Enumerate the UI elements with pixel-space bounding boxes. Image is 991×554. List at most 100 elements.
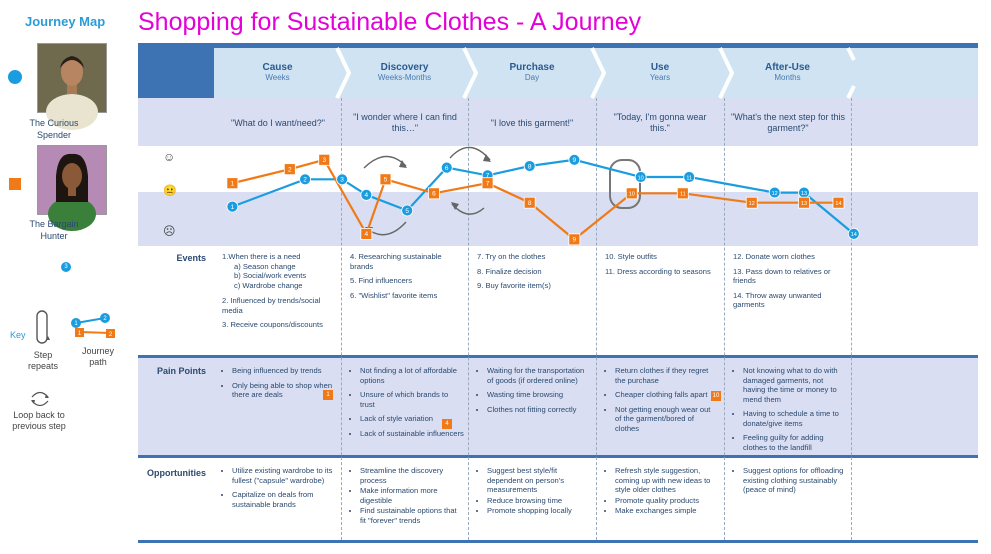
persona-blue-marker	[8, 70, 22, 84]
events-band	[138, 246, 978, 354]
opportunity-item: Suggest options for offloading existing …	[743, 466, 845, 495]
opportunity-cell: Suggest best style/fit dependent on pers…	[477, 466, 591, 517]
pain-item: Not finding a lot of affordable options	[360, 366, 464, 385]
opportunity-item: Make exchanges simple	[615, 506, 719, 516]
pain-item: Not getting enough wear out of the garme…	[615, 405, 717, 434]
event-item: 9. Buy favorite item(s)	[477, 281, 551, 290]
event-item: 5. Find influencers	[350, 276, 413, 285]
events-cell: 1.When there is a need a) Season change …	[222, 252, 337, 335]
bargain-hunter-step-number: 4	[365, 231, 369, 238]
pain-item: Wasting time browsing	[487, 390, 591, 400]
curious-spender-step-marker: 2	[299, 173, 312, 186]
pain-item: Having to schedule a time to donate/give…	[743, 409, 847, 428]
loop-back-icon	[449, 146, 491, 161]
curious-spender-step-marker: 13	[798, 186, 810, 199]
bargain-hunter-step-marker: 14	[832, 196, 845, 209]
stage-duration: Day	[524, 73, 540, 82]
bargain-hunter-step-marker: 9	[568, 233, 581, 246]
curious-spender-step-marker: 5	[401, 204, 414, 217]
step-repeats-icon	[609, 159, 641, 209]
bargain-hunter-step-marker: 12	[745, 196, 758, 209]
event-item: 14. Throw away unwanted garments	[733, 290, 822, 310]
quote-discovery: "I wonder where I can find this…"	[353, 112, 457, 133]
curious-spender-step-marker: 6	[440, 161, 453, 174]
event-item: 6. "Wishlist" favorite items	[350, 290, 438, 300]
row-label-events: Events	[176, 253, 206, 263]
curious-spender-step-marker: 9	[568, 153, 581, 166]
bargain-hunter-step-marker: 8	[523, 196, 536, 209]
persona-orange-marker	[9, 178, 21, 190]
bargain-hunter-step-number: 12	[749, 201, 755, 207]
stage-cause: Cause Weeks	[214, 62, 341, 82]
row-divider	[138, 355, 978, 358]
opportunities-band	[138, 458, 978, 540]
bargain-hunter-step-marker: 7	[481, 177, 494, 190]
event-item: 3. Receive coupons/discounts	[222, 320, 323, 329]
bargain-hunter-step-marker: 3	[318, 153, 331, 166]
stage-header-corner	[138, 48, 214, 98]
avatar	[37, 145, 107, 231]
bargain-hunter-step-number: 3	[322, 157, 326, 164]
curious-spender-step-number: 12	[772, 191, 778, 197]
curious-spender-step-marker: 12	[768, 186, 781, 199]
row-divider	[138, 540, 978, 543]
opportunity-cell: Streamline the discovery process Make in…	[350, 466, 464, 526]
stage-use: Use Years	[596, 62, 724, 82]
quote-use: "Today, I'm gonna wear this."	[613, 112, 707, 133]
bargain-hunter-path	[232, 158, 839, 241]
stage-discovery: Discovery Weeks-Months	[341, 62, 468, 82]
bargain-hunter-step-marker: 2	[283, 163, 296, 176]
opportunity-cell: Utilize existing wardrobe to its fullest…	[222, 466, 338, 514]
stage-arrows	[335, 47, 856, 99]
key-marker-blue-1: 1	[74, 321, 78, 327]
pain-item: Only being able to shop when there are d…	[232, 381, 338, 400]
curious-spender-step-number: 6	[445, 165, 449, 172]
neutral-face-icon: 😐	[163, 185, 177, 197]
pain-cell: Not knowing what to do with damaged garm…	[733, 366, 847, 457]
bargain-hunter-step-number: 7	[486, 181, 490, 188]
persona-name: The Curious Spender	[12, 117, 96, 141]
curious-spender-step-marker: 4	[360, 189, 373, 201]
loop-back-label: Loop back to previous step	[12, 410, 66, 431]
step-badge: 1	[323, 390, 333, 400]
step-badge: 10	[711, 391, 721, 401]
opportunity-item: Promote shopping locally	[487, 506, 591, 516]
stage-label: Purchase	[509, 62, 555, 73]
pain-cell: Being influenced by trends Only being ab…	[222, 366, 338, 405]
key-marker-blue-2: 2	[103, 316, 107, 322]
stage-duration: Months	[774, 73, 801, 82]
curious-spender-step-number: 8	[528, 163, 532, 170]
stage-label: Discovery	[380, 62, 429, 73]
pain-item: Return clothes if they regret the purcha…	[615, 366, 717, 385]
event-item: 2. Influenced by trends/social media	[222, 296, 321, 315]
events-cell: 7. Try on the clothes 8. Finalize decisi…	[477, 252, 591, 296]
loop-back-icon	[28, 390, 52, 408]
event-item: 1.When there is a need	[222, 252, 301, 261]
opportunity-item: Suggest best style/fit dependent on pers…	[487, 466, 591, 495]
journey-path-icon: 1 2 1 2	[66, 308, 120, 344]
bargain-hunter-step-number: 1	[231, 181, 235, 188]
row-label-opportunities: Opportunities	[147, 468, 206, 478]
curious-spender-step-marker: 3	[336, 173, 349, 186]
happy-face-icon: ☺	[163, 150, 176, 164]
bargain-hunter-step-marker: 1	[226, 177, 239, 190]
pain-item: Waiting for the transportation of goods …	[487, 366, 591, 385]
pain-item: Feeling guilty for adding clothes to the…	[743, 433, 847, 452]
event-item: b) Social/work events	[234, 271, 307, 280]
stage-after-use: After-Use Months	[724, 62, 851, 82]
stage-header-band	[138, 48, 978, 98]
persona-name-line2: Hunter	[40, 231, 68, 241]
bargain-hunter-step-number: 5	[384, 177, 388, 184]
curious-spender-step-number: 10	[638, 175, 644, 181]
bargain-hunter-step-number: 11	[680, 192, 686, 198]
pain-item: Lack of style variation	[360, 414, 464, 424]
pain-item: Unsure of which brands to trust	[360, 390, 464, 409]
curious-spender-step-number: 1	[231, 204, 235, 211]
bargain-hunter-step-marker: 13	[798, 196, 810, 209]
opportunity-cell: Refresh style suggestion, coming up with…	[605, 466, 719, 517]
key-marker-orange-2: 2	[109, 332, 113, 338]
bargain-hunter-step-marker: 10	[625, 187, 638, 200]
key-marker-orange-1: 1	[78, 331, 82, 337]
bargain-hunter-step-number: 13	[801, 201, 807, 207]
